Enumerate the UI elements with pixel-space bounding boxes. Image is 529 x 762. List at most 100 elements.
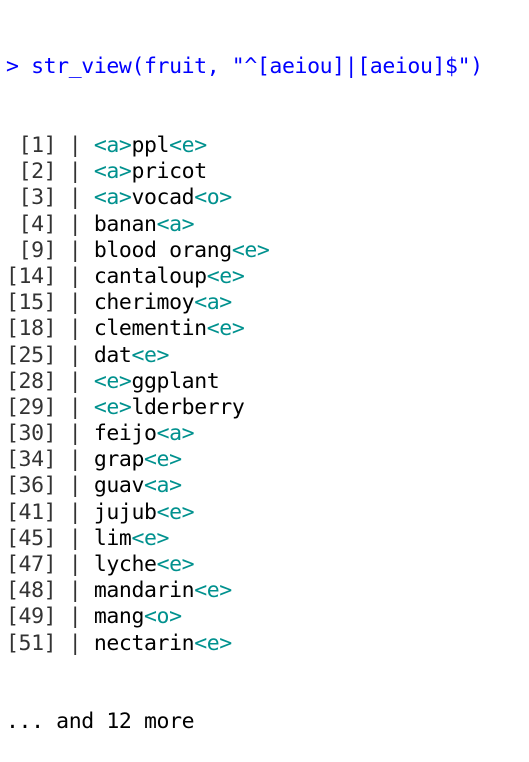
row-index: [3] xyxy=(6,185,57,211)
match-end: <e> xyxy=(156,552,195,577)
match-row: [9] | blood orang<e> xyxy=(6,238,529,264)
string-body: vocad xyxy=(131,185,195,211)
row-separator: | xyxy=(68,421,82,447)
row-separator: | xyxy=(68,630,82,656)
row-separator: | xyxy=(68,133,82,158)
match-start: <e> xyxy=(93,368,132,394)
prompt-symbol: > xyxy=(6,54,19,80)
string-body: pricot xyxy=(131,159,207,185)
row-index: [28] xyxy=(6,368,57,394)
match-row: [3] | <a>vocad<o> xyxy=(6,185,529,211)
match-row: [28] | <e>ggplant xyxy=(6,369,529,395)
row-index: [15] xyxy=(6,290,57,316)
row-index: [29] xyxy=(6,394,57,420)
row-separator: | xyxy=(68,447,82,473)
match-row: [15] | cherimoy<a> xyxy=(6,290,529,316)
match-row: [25] | dat<e> xyxy=(6,343,529,369)
row-separator: | xyxy=(68,499,82,525)
match-row: [34] | grap<e> xyxy=(6,447,529,473)
row-index: [25] xyxy=(6,342,57,368)
r-console-output: > str_view(fruit, "^[aeiou]|[aeiou]$") [… xyxy=(6,54,529,734)
match-end: <o> xyxy=(194,185,232,211)
row-index: [1] xyxy=(6,133,57,158)
match-start: <a> xyxy=(93,185,132,211)
match-start: <e> xyxy=(93,394,132,420)
match-end: <a> xyxy=(156,211,195,237)
row-separator: | xyxy=(68,211,82,237)
string-body: ggplant xyxy=(131,368,220,394)
row-separator: | xyxy=(68,342,82,368)
match-row: [45] | lim<e> xyxy=(6,526,529,552)
match-row: [29] | <e>lderberry xyxy=(6,395,529,421)
match-end: <e> xyxy=(144,447,182,473)
row-separator: | xyxy=(68,263,82,289)
string-body: lderberry xyxy=(131,394,245,420)
string-body: feijo xyxy=(93,421,157,447)
string-body: mang xyxy=(93,604,145,630)
row-separator: | xyxy=(68,394,82,420)
string-body: cherimoy xyxy=(93,290,195,316)
match-end: <e> xyxy=(206,316,245,342)
row-index: [41] xyxy=(6,499,57,525)
match-row: [51] | nectarin<e> xyxy=(6,631,529,657)
string-body: clementin xyxy=(93,316,207,342)
command-line: > str_view(fruit, "^[aeiou]|[aeiou]$") xyxy=(6,54,529,80)
row-separator: | xyxy=(68,473,82,499)
match-row: [1] | <a>ppl<e> xyxy=(6,133,529,159)
match-row: [18] | clementin<e> xyxy=(6,316,529,342)
match-end: <e> xyxy=(131,525,170,551)
match-row: [2] | <a>pricot xyxy=(6,159,529,185)
match-row: [47] | lyche<e> xyxy=(6,552,529,578)
row-index: [34] xyxy=(6,447,57,473)
row-separator: | xyxy=(68,525,82,551)
row-index: [14] xyxy=(6,263,57,289)
match-row: [48] | mandarin<e> xyxy=(6,578,529,604)
string-body: jujub xyxy=(93,499,157,525)
match-row: [49] | mang<o> xyxy=(6,604,529,630)
string-body: lyche xyxy=(93,552,157,577)
row-separator: | xyxy=(68,159,82,185)
row-index: [9] xyxy=(6,237,57,263)
string-body: guav xyxy=(93,473,145,499)
match-row: [36] | guav<a> xyxy=(6,473,529,499)
match-row: [4] | banan<a> xyxy=(6,212,529,238)
row-index: [49] xyxy=(6,604,57,630)
string-body: dat xyxy=(93,342,132,368)
string-body: nectarin xyxy=(93,630,195,656)
string-body: grap xyxy=(93,447,145,473)
row-index: [36] xyxy=(6,473,57,499)
match-row: [14] | cantaloup<e> xyxy=(6,264,529,290)
match-end: <a> xyxy=(144,473,182,499)
more-indicator: ... and 12 more xyxy=(6,709,195,735)
match-end: <a> xyxy=(194,290,232,316)
row-separator: | xyxy=(68,316,82,342)
string-body: lim xyxy=(93,525,132,551)
match-end: <e> xyxy=(194,630,232,656)
row-index: [30] xyxy=(6,421,57,447)
row-index: [45] xyxy=(6,525,57,551)
match-row: [41] | jujub<e> xyxy=(6,500,529,526)
row-separator: | xyxy=(68,185,82,211)
string-body: ppl xyxy=(131,133,170,158)
match-end: <a> xyxy=(156,421,195,447)
match-end: <e> xyxy=(231,237,270,263)
row-index: [18] xyxy=(6,316,57,342)
match-list: [1] | <a>ppl<e> [2] | <a>pricot [3] | <a… xyxy=(6,133,529,657)
row-separator: | xyxy=(68,552,82,577)
row-separator: | xyxy=(68,290,82,316)
row-index: [51] xyxy=(6,630,57,656)
row-separator: | xyxy=(68,368,82,394)
match-end: <e> xyxy=(156,499,195,525)
row-index: [4] xyxy=(6,211,57,237)
match-end: <e> xyxy=(169,133,207,158)
row-separator: | xyxy=(68,604,82,630)
match-end: <e> xyxy=(131,342,170,368)
row-index: [47] xyxy=(6,552,57,577)
string-body: cantaloup xyxy=(93,263,207,289)
string-body: banan xyxy=(93,211,157,237)
string-body: blood orang xyxy=(93,237,232,263)
command-text: str_view(fruit, "^[aeiou]|[aeiou]$") xyxy=(31,54,483,80)
match-start: <a> xyxy=(93,133,132,158)
match-end: <e> xyxy=(206,263,245,289)
row-index: [2] xyxy=(6,159,57,185)
